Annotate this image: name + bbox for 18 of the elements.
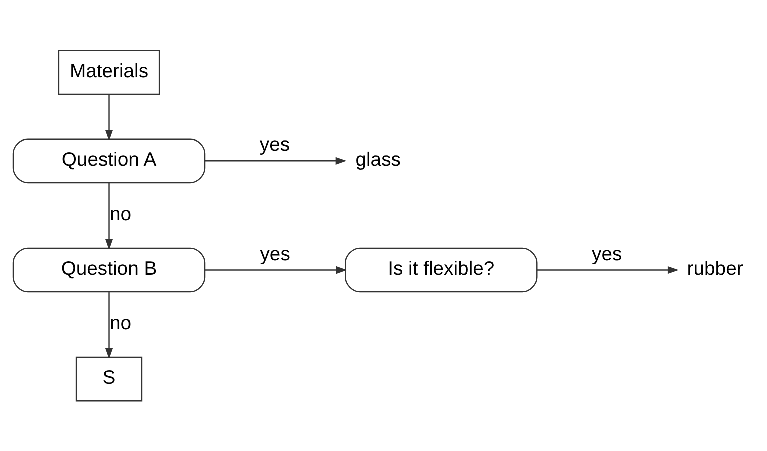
- arrow: [205, 266, 348, 274]
- arrow: [105, 94, 114, 141]
- node-box: Question B: [12, 247, 206, 292]
- edge-label: yes: [260, 134, 290, 156]
- node-box: Is it flexible?: [345, 247, 538, 292]
- arrow: [105, 182, 114, 250]
- edge-label: yes: [260, 242, 290, 265]
- edge-label: no: [110, 202, 132, 225]
- node-box: S: [76, 356, 143, 402]
- node-box: Materials: [58, 50, 160, 95]
- node-text: glass: [356, 148, 401, 170]
- arrow: [537, 266, 679, 274]
- node-text: rubber: [687, 257, 744, 280]
- edge-label: no: [110, 312, 132, 334]
- arrow: [205, 156, 347, 164]
- arrow: [105, 292, 114, 359]
- edge-label: yes: [592, 242, 622, 265]
- node-box: Question A: [12, 138, 206, 184]
